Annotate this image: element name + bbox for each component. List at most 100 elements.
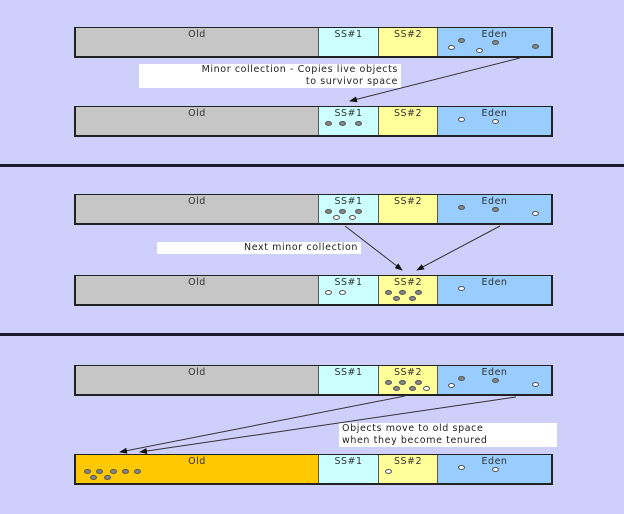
heap-bar-panel1-after: Old SS#1 SS#2 Eden — [74, 106, 553, 137]
segment-ss2: SS#2 — [379, 195, 438, 223]
dead-object — [458, 286, 465, 291]
live-object — [458, 205, 465, 210]
segment-old: Old — [76, 366, 319, 394]
segment-old: Old — [76, 107, 319, 135]
segment-label: Eden — [481, 29, 508, 40]
segment-label: SS#2 — [393, 29, 423, 40]
live-object — [96, 469, 103, 474]
dead-object — [385, 469, 392, 474]
segment-label: SS#2 — [393, 196, 423, 207]
dead-object — [339, 290, 346, 295]
live-object — [458, 376, 465, 381]
live-object — [325, 209, 332, 214]
live-object — [90, 475, 97, 480]
heap-bar-panel2-after: Old SS#1 SS#2 Eden — [74, 275, 553, 306]
segment-label: SS#1 — [334, 29, 363, 40]
dead-object — [458, 465, 465, 470]
segment-label: Eden — [481, 456, 508, 467]
arrow-eden-to-old — [139, 396, 517, 454]
dead-object — [333, 215, 340, 220]
segment-label: Old — [188, 29, 206, 40]
segment-ss2: SS#2 — [379, 366, 438, 394]
live-object — [355, 121, 362, 126]
segment-label: Eden — [481, 367, 508, 378]
dead-object — [349, 215, 356, 220]
segment-label: SS#1 — [334, 196, 363, 207]
live-object — [409, 296, 416, 301]
segment-ss2: SS#2 — [379, 455, 438, 483]
live-object — [84, 469, 91, 474]
note-line: Objects move to old space — [342, 423, 484, 434]
segment-label: SS#2 — [393, 456, 423, 467]
segment-eden: Eden — [438, 276, 551, 304]
divider-2 — [0, 333, 624, 336]
segment-eden: Eden — [438, 107, 551, 135]
segment-ss2: SS#2 — [379, 28, 438, 56]
arrow-eden-to-ss2 — [416, 225, 501, 271]
segment-label: Eden — [481, 196, 508, 207]
segment-eden: Eden — [438, 366, 551, 394]
segment-label: Old — [188, 277, 206, 288]
segment-ss2: SS#2 — [379, 107, 438, 135]
live-object — [492, 40, 499, 45]
live-object — [122, 469, 129, 474]
live-object — [393, 296, 400, 301]
segment-ss1: SS#1 — [319, 107, 379, 135]
live-object — [385, 290, 392, 295]
segment-ss2: SS#2 — [379, 276, 438, 304]
segment-label: SS#1 — [334, 108, 363, 119]
segment-old: Old — [76, 455, 319, 483]
segment-ss1: SS#1 — [319, 455, 379, 483]
dead-object — [492, 119, 499, 124]
heap-bar-panel2-before: Old SS#1 SS#2 Eden — [74, 194, 553, 225]
live-object — [325, 121, 332, 126]
arrow-ss1-to-ss2 — [344, 225, 403, 271]
note-next-minor-collection: Next minor collection — [157, 242, 361, 254]
segment-eden: Eden — [438, 28, 551, 56]
segment-label: Eden — [481, 277, 508, 288]
heap-bar-panel3-before: Old SS#1 SS#2 Eden — [74, 365, 553, 396]
live-object — [355, 209, 362, 214]
note-tenuring: Objects move to old space when they beco… — [339, 423, 557, 447]
live-object — [492, 207, 499, 212]
divider-1 — [0, 164, 624, 167]
live-object — [415, 380, 422, 385]
dead-object — [448, 45, 455, 50]
segment-ss1: SS#1 — [319, 195, 379, 223]
dead-object — [532, 382, 539, 387]
live-object — [385, 380, 392, 385]
dead-object — [325, 290, 332, 295]
live-object — [492, 378, 499, 383]
dead-object — [476, 48, 483, 53]
note-line: to survivor space — [305, 76, 398, 87]
note-line: Minor collection - Copies live objects — [201, 64, 398, 75]
live-object — [134, 469, 141, 474]
segment-label: Old — [188, 367, 206, 378]
note-minor-collection: Minor collection - Copies live objects t… — [139, 64, 401, 88]
segment-eden: Eden — [438, 455, 551, 483]
segment-label: Eden — [481, 108, 508, 119]
arrow-ss2-to-old — [119, 395, 406, 454]
live-object — [532, 44, 539, 49]
segment-eden: Eden — [438, 195, 551, 223]
segment-old: Old — [76, 276, 319, 304]
segment-label: Old — [188, 196, 206, 207]
arrow-eden-to-ss1 — [349, 57, 521, 103]
heap-bar-panel3-after: Old SS#1 SS#2 Eden — [74, 454, 553, 485]
live-object — [415, 290, 422, 295]
note-line: when they become tenured — [342, 435, 488, 446]
segment-label: SS#1 — [334, 367, 363, 378]
segment-label: SS#1 — [334, 277, 363, 288]
note-line: Next minor collection — [244, 242, 358, 253]
segment-label: SS#2 — [393, 277, 423, 288]
dead-object — [423, 386, 430, 391]
live-object — [399, 290, 406, 295]
segment-old: Old — [76, 195, 319, 223]
dead-object — [458, 117, 465, 122]
segment-label: SS#1 — [334, 456, 363, 467]
heap-bar-panel1-before: Old SS#1 SS#2 Eden — [74, 27, 553, 58]
live-object — [339, 209, 346, 214]
live-object — [409, 386, 416, 391]
dead-object — [448, 383, 455, 388]
